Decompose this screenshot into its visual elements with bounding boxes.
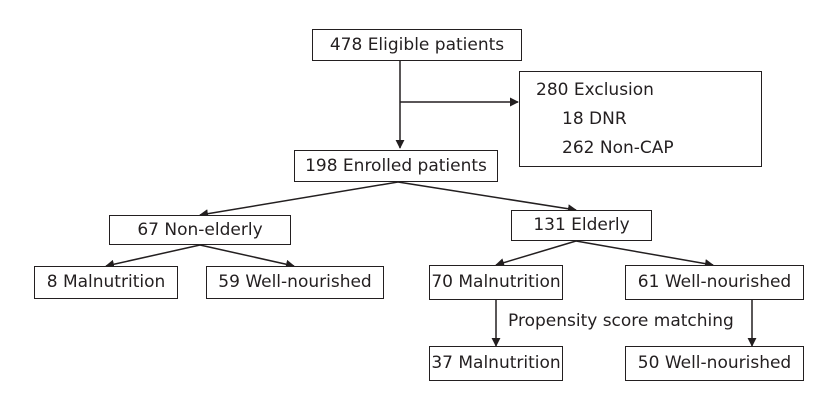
- non-elderly-well-nourished-box: 59 Well-nourished: [206, 266, 384, 299]
- arrow-elderly-to-malnutrition: [495, 240, 577, 267]
- enrolled-patients-box: 198 Enrolled patients: [294, 150, 498, 182]
- non-elderly-label: 67 Non-elderly: [137, 219, 263, 240]
- arrow-non-elderly-to-malnutrition: [105, 244, 201, 269]
- elderly-box: 131 Elderly: [511, 210, 652, 241]
- eligible-patients-label: 478 Eligible patients: [329, 34, 505, 55]
- elderly-label: 131 Elderly: [533, 215, 630, 235]
- arrow-non-elderly-to-well: [199, 244, 295, 269]
- exclusion-box: 280 Exclusion 18 DNR 262 Non-CAP: [519, 71, 762, 167]
- arrow-enrolled-to-elderly: [397, 181, 577, 214]
- non-elderly-malnutrition-box: 8 Malnutrition: [34, 266, 178, 299]
- non-elderly-well-nourished-label: 59 Well-nourished: [218, 272, 372, 292]
- elderly-malnutrition-label: 70 Malnutrition: [431, 272, 561, 292]
- eligible-patients-box: 478 Eligible patients: [312, 29, 522, 61]
- exclusion-title: 280 Exclusion: [536, 80, 654, 100]
- enrolled-patients-label: 198 Enrolled patients: [305, 155, 487, 176]
- exclusion-dnr: 18 DNR: [562, 109, 627, 129]
- exclusion-non-cap: 262 Non-CAP: [562, 138, 674, 158]
- propensity-matching-label: Propensity score matching: [508, 311, 734, 331]
- elderly-malnutrition-box: 70 Malnutrition: [429, 265, 563, 300]
- elderly-well-nourished-label: 61 Well-nourished: [637, 272, 792, 292]
- matched-well-nourished-label: 50 Well-nourished: [637, 353, 792, 373]
- matched-malnutrition-box: 37 Malnutrition: [429, 346, 563, 381]
- matched-malnutrition-label: 37 Malnutrition: [431, 353, 561, 373]
- arrow-enrolled-to-non-elderly: [199, 181, 399, 219]
- matched-well-nourished-box: 50 Well-nourished: [625, 346, 804, 381]
- non-elderly-box: 67 Non-elderly: [109, 215, 291, 245]
- non-elderly-malnutrition-label: 8 Malnutrition: [46, 272, 166, 292]
- arrow-elderly-to-well: [575, 240, 714, 269]
- elderly-well-nourished-box: 61 Well-nourished: [625, 265, 804, 300]
